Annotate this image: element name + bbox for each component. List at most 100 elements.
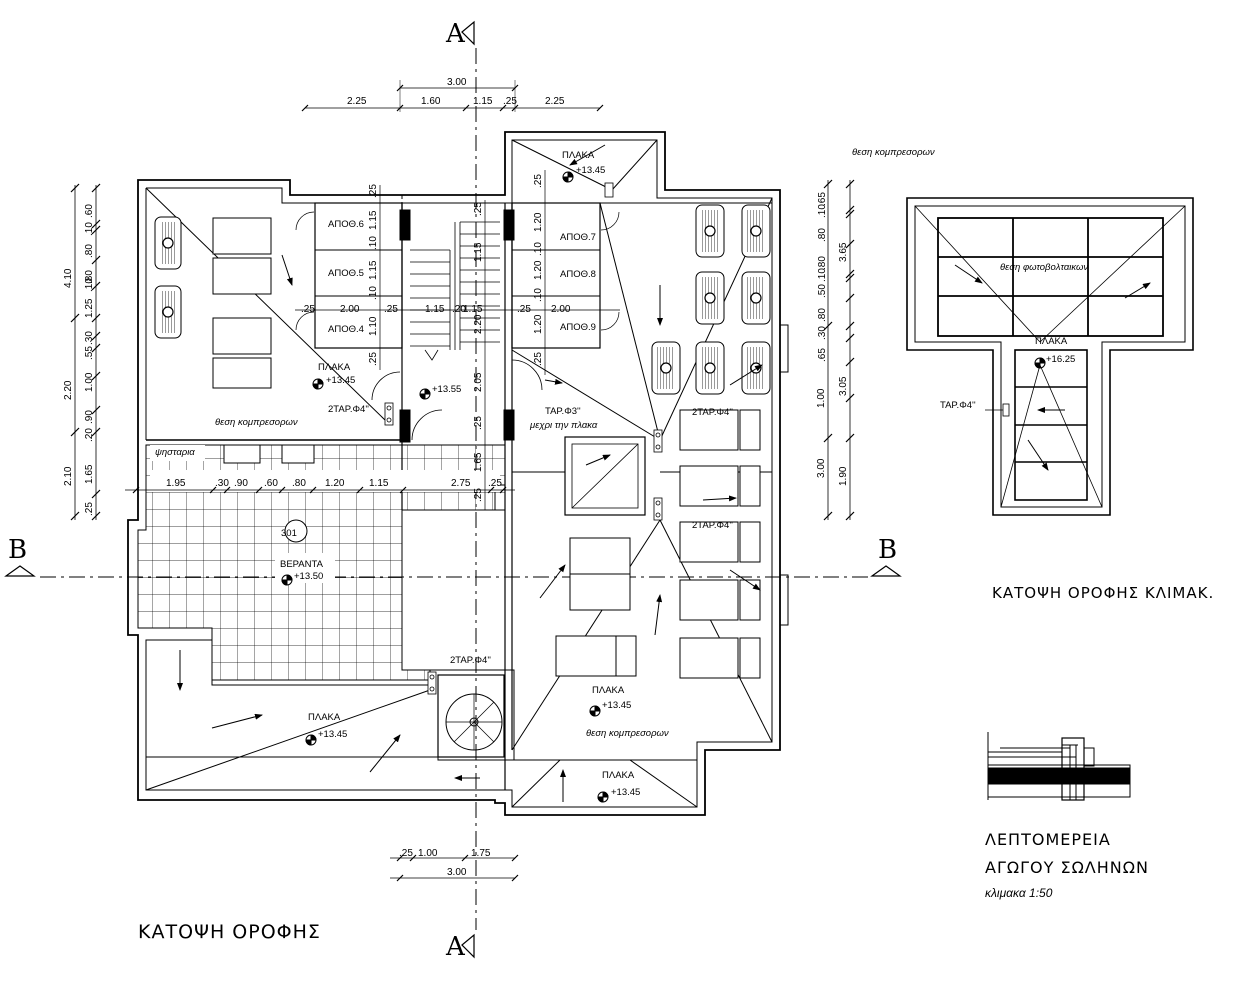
dim-label: .30 [215,478,229,489]
section-a-top-label: A [445,19,466,49]
drawing-titles: ΚΑΤΟΨΗ ΟΡΟΦΗΣ ΚΑΤΟΨΗ ΟΡΟΦΗΣ ΚΛΙΜΑΚ. ΛΕΠΤ… [138,584,1214,943]
compressor-location-label: θεση κομπρεσορων [852,147,935,158]
room-label: ΑΠΟΘ.4 [328,324,364,335]
right-dimension-chain: 1.00 3.00 3.65 3.05 1.90 .65 .10 .80 .80… [816,179,855,521]
drain-label: ΤΑΡ.Φ3'' [545,406,581,417]
dim-label: 1.15 [368,260,379,280]
section-a-bottom-label: A [445,932,466,962]
dim-label: .60 [264,478,278,489]
dim-label: .80 [84,270,95,284]
section-arrow-icon [870,565,902,577]
room-label: ΑΠΟΘ.8 [560,269,596,280]
top-dimension-chain: 3.00 2.25 1.60 1.15 .25 2.25 [301,77,604,112]
dim-label: .25 [473,488,484,502]
level-label: +13.45 [602,700,631,711]
dim-label: .25 [368,352,379,366]
dim-label: .25 [533,174,544,188]
dim-label: 2.20 [473,314,484,334]
dim-label: 2.20 [63,380,74,400]
slope-arrows [177,144,763,802]
drain-note-label: μεχρι την πλακα [529,420,598,431]
dim-label: 3.65 [838,242,849,262]
drain-label: 2ΤΑΡ.Φ4'' [450,655,491,666]
dim-label: 1.10 [368,316,379,336]
room-label: ΑΠΟΘ.7 [560,232,596,243]
room-label: ΑΠΟΘ.5 [328,268,364,279]
dim-label: 1.65 [473,452,484,472]
dim-label: 1.65 [84,464,95,484]
roof-slab-label: ΠΛΑΚΑ [308,712,341,723]
dim-label: .25 [488,478,502,489]
room-number-label: 301 [281,528,297,539]
level-marker-icons [281,171,1046,803]
dim-label: 3.00 [447,77,467,88]
dim-label: .80 [817,228,828,242]
dim-label: .20 [452,304,466,315]
dim-label: .25 [517,304,531,315]
stair-roof-plan [906,197,1194,516]
dim-label: .10 [533,242,544,256]
dim-label: .50 [817,284,828,298]
dim-label: .10 [84,222,95,236]
drain-label: 2ΤΑΡ.Φ4'' [692,520,733,531]
dim-label: 1.00 [84,372,95,392]
dim-label: 1.20 [533,260,544,280]
level-label: +13.45 [611,787,640,798]
dim-label: .25 [473,202,484,216]
dim-label: 1.15 [425,304,445,315]
level-label: +13.45 [576,165,605,176]
roof-slab-label: ΠΛΑΚΑ [318,362,351,373]
dim-label: .10 [533,288,544,302]
main-plan-title: ΚΑΤΟΨΗ ΟΡΟΦΗΣ [138,921,321,943]
dim-label: .80 [817,256,828,270]
level-label: +13.50 [294,571,323,582]
roof-slab-label: ΠΛΑΚΑ [602,770,635,781]
roof-slab-label: ΠΛΑΚΑ [562,150,595,161]
dim-label: .10 [368,236,379,250]
dim-label: .90 [234,478,248,489]
dim-label: .25 [503,96,517,107]
bottom-dimension-chain: .25 1.00 1.75 3.00 [390,848,519,882]
detail-scale-label: κλιμακα 1:50 [985,886,1053,900]
section-arrow-icon [461,933,475,959]
dim-label: 2.05 [473,372,484,392]
stair-plan-title: ΚΑΤΟΨΗ ΟΡΟΦΗΣ ΚΛΙΜΑΚ. [992,584,1214,602]
section-arrow-icon [4,565,36,577]
drain-label: 2ΤΑΡ.Φ4'' [692,407,733,418]
dim-label: 4.10 [63,268,74,288]
fan-circle-icons [162,225,762,374]
dim-label: .25 [384,304,398,315]
pipe-duct-icons [384,182,663,695]
level-label: +13.55 [432,384,461,395]
dim-label: .30 [84,331,95,345]
dim-label: 1.60 [421,96,441,107]
dim-label: .65 [817,348,828,362]
room-label: ΑΠΟΘ.9 [560,322,596,333]
level-label: +13.45 [326,375,355,386]
level-label: +13.45 [318,729,347,740]
veranda-dimension-chain: 1.95 .30 .90 .60 .80 1.20 1.15 [125,478,515,494]
dim-label: 3.05 [838,376,849,396]
dim-label: .10 [817,268,828,282]
dim-label: 2.00 [340,304,360,315]
detail-title-line1: ΛΕΠΤΟΜΕΡΕΙΑ [985,830,1111,849]
compressor-location-label: θεση κομπρεσορων [586,728,669,739]
dim-label: 3.00 [816,458,827,478]
dim-label: 2.25 [545,96,565,107]
storage-rooms: ΑΠΟΘ.6 ΑΠΟΘ.5 ΑΠΟΘ.4 ΑΠΟΘ.7 ΑΠΟΘ.8 ΑΠΟΘ.… [328,219,596,335]
dim-label: 1.20 [325,478,345,489]
dim-label: 1.75 [471,848,491,859]
dim-label: 3.00 [447,867,467,878]
dim-label: 1.00 [418,848,438,859]
dim-label: 1.20 [533,314,544,334]
dim-label: .90 [84,410,95,424]
dim-label: .60 [84,204,95,218]
level-label: +16.25 [1046,354,1075,365]
dim-label: 1.15 [368,210,379,230]
section-b-right-label: B [878,535,897,565]
dim-label: .25 [533,352,544,366]
dim-label: .10 [368,286,379,300]
dim-label: 1.15 [473,242,484,262]
veranda-tiles [137,444,506,681]
